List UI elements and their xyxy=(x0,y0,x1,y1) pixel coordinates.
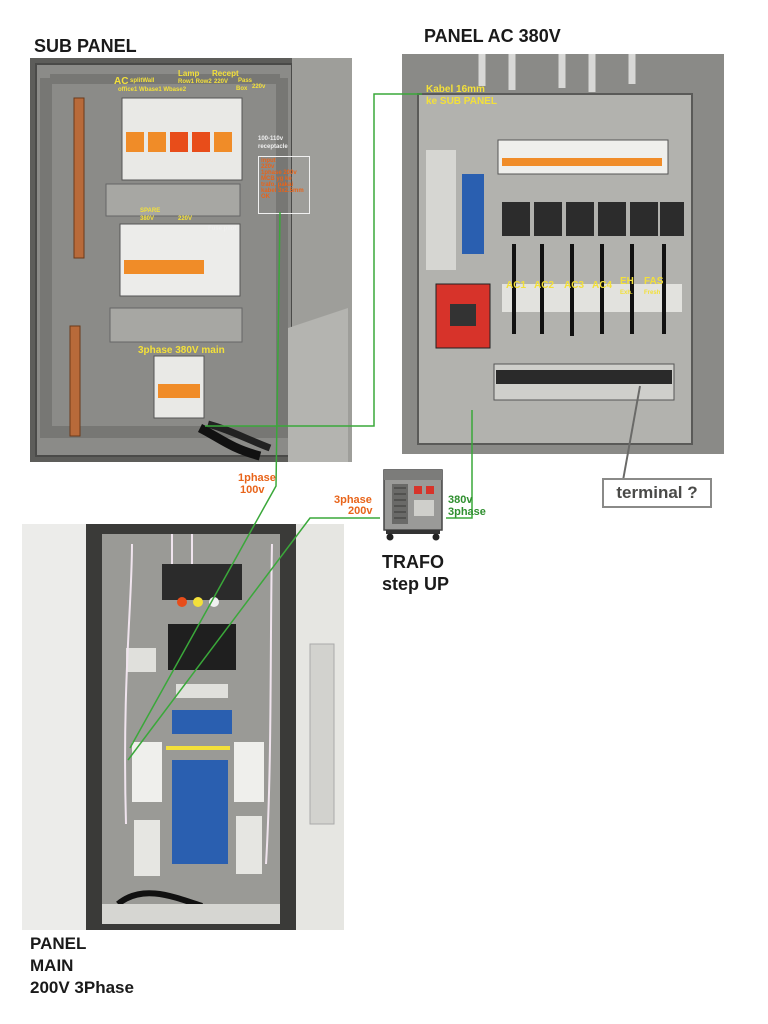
sub-panel-drawing xyxy=(30,58,352,462)
receptacle-label-1: 100-110v xyxy=(258,136,284,142)
ac2-label: AC2 xyxy=(534,280,555,291)
spare-label: SPARE xyxy=(140,208,161,214)
sub-panel-photo: AC splitWall office1 Wbase1 Wbase2 Lamp … xyxy=(30,58,352,462)
fas-label: FAS xyxy=(644,276,664,287)
eh-label: EH xyxy=(620,276,634,287)
panel-main-title-2: MAIN xyxy=(30,956,74,975)
recept-voltage-label: 220V xyxy=(214,79,229,85)
note-line: OK xyxy=(261,194,270,200)
v220-label: 220V xyxy=(178,216,193,222)
one-phase-voltage-label: 100v xyxy=(240,484,265,496)
ac-sub-label: office1 Wbase1 Wbase2 xyxy=(118,87,187,93)
box-label: Box xyxy=(236,86,248,92)
three-phase-label: 3phase xyxy=(334,494,372,506)
one-phase-label: 1phase xyxy=(238,472,276,484)
kabel-label-2: ke SUB PANEL xyxy=(426,96,497,107)
sub-panel-title: SUB PANEL xyxy=(34,36,137,56)
panel-ac-photo: Kabel 16mm ke SUB PANEL AC1 AC2 AC3 AC4 … xyxy=(402,54,724,454)
panel-main-photo xyxy=(22,524,344,930)
panel-ac-title: PANEL AC 380V xyxy=(424,26,561,46)
receptacle-label-2: receptacle xyxy=(258,144,288,150)
note-box: input 220v 1phase 200v MCB yg ke trafo, … xyxy=(258,156,310,214)
lamp-sub-label: Row1 Row2 xyxy=(178,79,212,85)
ac3-label: AC3 xyxy=(564,280,585,291)
eh-sub-label: Exh. xyxy=(620,290,633,296)
trafo-icon xyxy=(383,469,443,541)
panel-ac-drawing xyxy=(402,54,724,454)
terminal-label: terminal ? xyxy=(616,483,698,502)
panel-main-title-1: PANEL xyxy=(30,934,87,953)
ac4-label: AC4 xyxy=(592,280,613,291)
kabel-label-1: Kabel 16mm xyxy=(426,84,485,95)
fas-sub-label: Fresh xyxy=(644,290,661,296)
terminal-callout: terminal ? xyxy=(602,478,712,508)
v380-output-label: 380v xyxy=(448,494,473,506)
pass-label: Pass xyxy=(238,78,253,84)
panel-main-title-3: 200V 3Phase xyxy=(30,978,134,997)
box-voltage-label: 220v xyxy=(252,84,266,90)
trafo-title: TRAFO xyxy=(382,552,444,572)
ac-label: AC xyxy=(114,76,129,87)
ac1-label: AC1 xyxy=(506,280,527,291)
trafo-image xyxy=(378,466,448,542)
v380-label: 380V xyxy=(140,216,155,222)
main-breaker-label: 3phase 380V main xyxy=(138,345,225,356)
split-wall-label: splitWall xyxy=(130,78,155,84)
trafo-subtitle: step UP xyxy=(382,574,450,594)
v380-phase-label: 3phase xyxy=(448,506,486,518)
lamp-label: Lamp xyxy=(178,69,200,78)
panel-main-drawing xyxy=(22,524,344,930)
recept-label: Recept xyxy=(212,69,239,78)
three-phase-voltage-label: 200v xyxy=(348,505,373,517)
fuse-pilot-label: Fuse pilot xyxy=(208,226,237,232)
